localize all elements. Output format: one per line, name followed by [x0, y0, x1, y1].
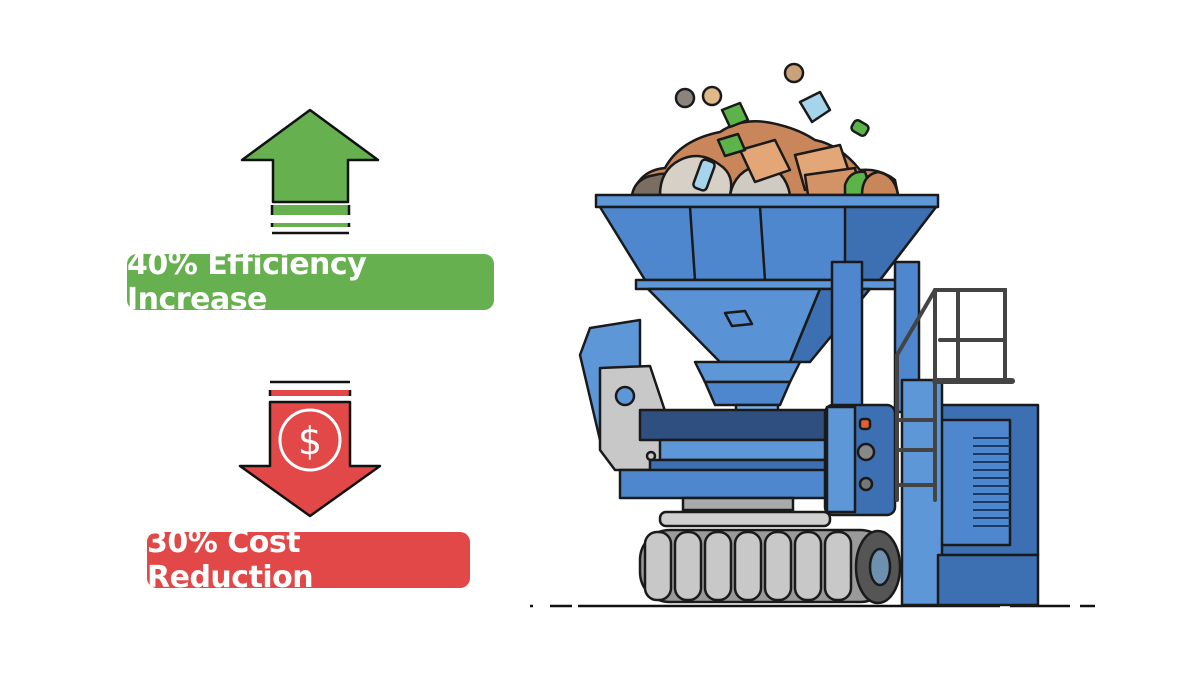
efficiency-increase-badge: 40% Efficiency Increase — [127, 247, 494, 317]
dollar-icon: $ — [298, 419, 322, 463]
shredder-rollers-icon — [638, 496, 902, 605]
efficiency-increase-label: 40% Efficiency Increase — [127, 247, 367, 317]
railing-icon — [895, 288, 1015, 502]
cost-reduction-label: 30% Cost Reduction — [147, 525, 314, 595]
arrow-down-dollar-icon: $ — [238, 380, 382, 518]
arrow-up-icon — [240, 108, 380, 235]
waste-shredder-illustration — [530, 62, 1095, 608]
cost-reduction-badge: 30% Cost Reduction — [147, 525, 470, 595]
waste-pile-icon — [630, 62, 900, 197]
